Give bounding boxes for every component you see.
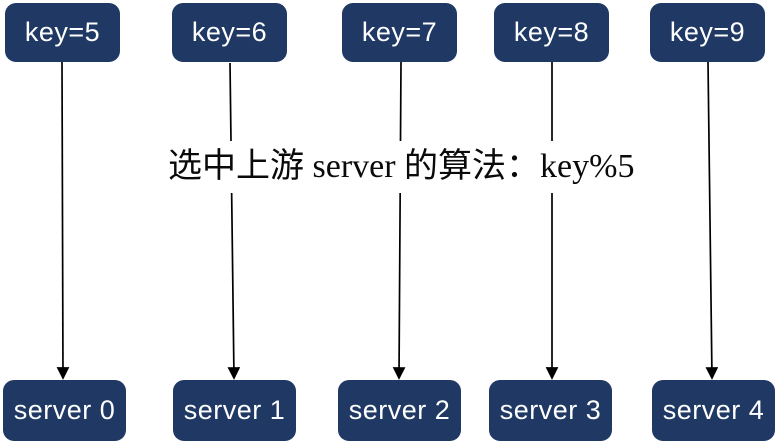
server-box-2-label: server 2: [348, 395, 451, 425]
key-box-7-label: key=7: [361, 17, 438, 47]
server-box-1-label: server 1: [183, 395, 286, 425]
key-box-8: key=8: [494, 3, 609, 62]
arrow-key7-to-server2: [392, 61, 406, 380]
key-box-5-label: key=5: [24, 17, 101, 47]
server-box-1: server 1: [173, 380, 296, 441]
key-box-5: key=5: [5, 3, 120, 62]
key-box-8-label: key=8: [513, 17, 590, 47]
server-box-0: server 0: [3, 380, 126, 441]
key-box-9: key=9: [650, 3, 765, 62]
server-box-3: server 3: [489, 380, 612, 441]
key-box-6-label: key=6: [191, 17, 268, 47]
server-box-4: server 4: [652, 380, 775, 441]
arrow-key6-to-server1: [227, 62, 241, 380]
server-box-2: server 2: [338, 380, 461, 441]
server-box-3-label: server 3: [499, 395, 602, 425]
algorithm-caption: 选中上游 server 的算法：key%5: [160, 141, 643, 193]
arrow-key9-to-server4: [705, 61, 719, 380]
server-box-0-label: server 0: [13, 395, 116, 425]
key-box-7: key=7: [342, 3, 457, 62]
key-box-6: key=6: [172, 3, 287, 62]
key-box-9-label: key=9: [669, 17, 746, 47]
arrow-key5-to-server0: [56, 61, 70, 380]
server-box-4-label: server 4: [662, 395, 765, 425]
